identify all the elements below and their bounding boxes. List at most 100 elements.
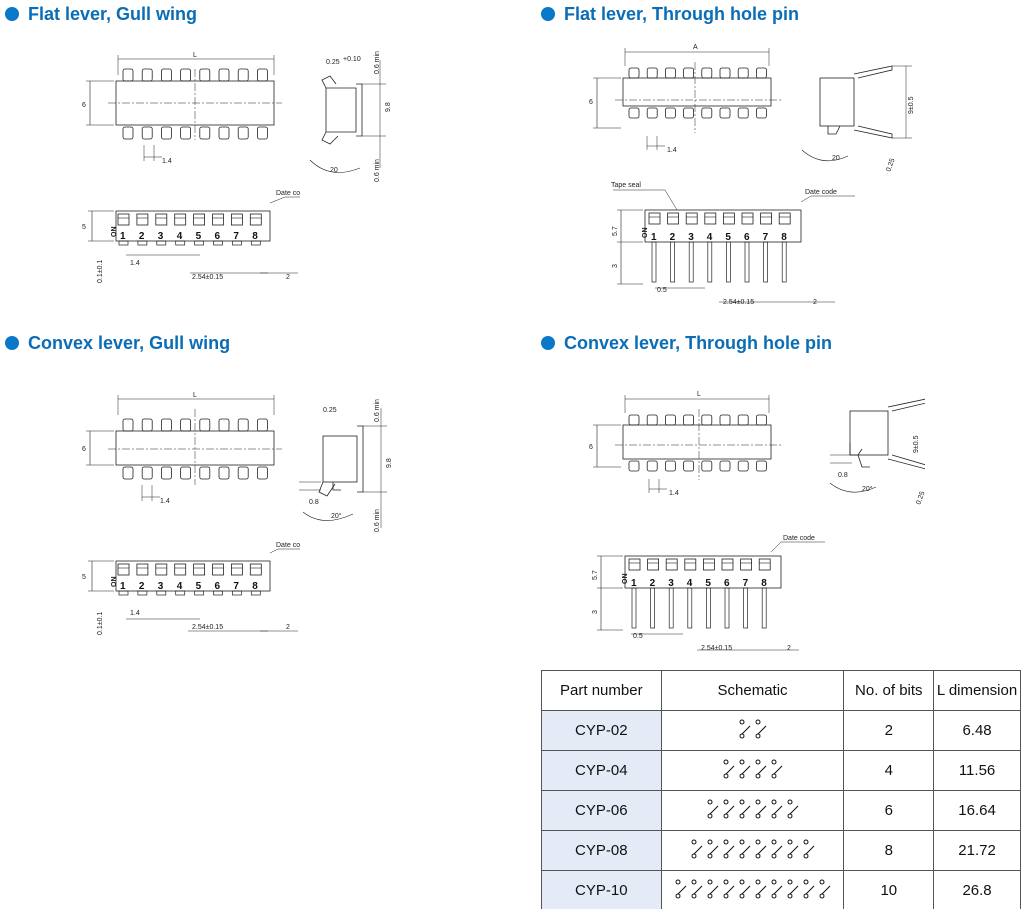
dim-standoff: 0.1±0.1: [97, 612, 104, 635]
dim-standoff: 0.1±0.1: [97, 260, 104, 283]
switch-symbol-icon: [771, 839, 782, 858]
switch-symbol-icon: [755, 879, 766, 898]
dim-height: 9±0.5: [908, 96, 915, 114]
dim-end: 2: [787, 645, 791, 652]
switch-schematic-icon: [706, 798, 800, 820]
bit-number-label: 2: [650, 578, 656, 589]
drawing-flat-gull-top: L 6 1.4: [78, 45, 288, 170]
switch-symbol-icon: [739, 759, 750, 778]
dim-L: L: [193, 392, 197, 399]
part-number-table: Part number Schematic No. of bits L dime…: [541, 670, 1021, 909]
cell-bits: 2: [843, 710, 935, 751]
dim-lead-thickness: 0.25: [915, 490, 925, 505]
bit-number-label: 6: [215, 231, 221, 242]
bit-number-label: 5: [196, 231, 202, 242]
switch-symbol-icon: [771, 879, 782, 898]
bullet-icon: [541, 7, 555, 21]
cell-l-dimension: 26.8: [933, 870, 1021, 909]
drawing-flat-through-side: 9±0.5 20 0.25: [800, 60, 920, 175]
table-row: CYP-04 4 11.56: [541, 750, 1021, 791]
switch-schematic-icon: [722, 758, 784, 780]
dim-height-57: 5.7: [592, 570, 599, 580]
on-mark-label: ON: [111, 577, 118, 588]
table-row: CYP-08 8 21.72: [541, 830, 1021, 871]
dim-height-3: 3: [612, 264, 619, 268]
switch-symbol-icon: [787, 799, 798, 818]
bit-number-label: 1: [651, 232, 657, 243]
drawing-flat-through-top: A 6 1.4: [585, 38, 795, 158]
label-date-code: Date code: [276, 542, 300, 549]
dim-height-3: 3: [592, 610, 599, 614]
dim-pitch-small: 1.4: [669, 490, 679, 497]
switch-symbol-icon: [803, 879, 814, 898]
dim-min-top: 0.6 min: [374, 51, 381, 74]
bit-number-label: 3: [668, 578, 674, 589]
cell-l-dimension: 16.64: [933, 790, 1021, 831]
switch-symbol-icon: [755, 759, 766, 778]
dim-lead-thickness: 0.25: [885, 157, 896, 172]
switch-symbol-icon: [819, 879, 830, 898]
switch-symbol-icon: [739, 839, 750, 858]
switch-symbol-icon: [771, 759, 782, 778]
dim-pitch: 2.54±0.15: [192, 624, 223, 631]
bullet-icon: [5, 336, 19, 350]
switch-symbol-icon: [739, 719, 750, 738]
dim-pitch-small: 1.4: [162, 158, 172, 165]
drawing-convex-through-top: L 6 1.4: [585, 385, 795, 500]
bit-number-label: 2: [670, 232, 676, 243]
dim-width: 6: [82, 446, 86, 453]
bit-number-label: 7: [233, 231, 239, 242]
cell-part-number: CYP-02: [541, 710, 662, 751]
on-mark-label: ON: [111, 227, 118, 238]
bit-number-label: 4: [687, 578, 693, 589]
switch-symbol-icon: [755, 799, 766, 818]
drawing-flat-gull-side: 0.25 +0.10 0.6 min 9.8 0.6 min 20: [300, 40, 400, 185]
dim-lead-thickness: 0.25: [323, 407, 337, 414]
section-heading-convex-gull: Convex lever, Gull wing: [5, 332, 230, 354]
header-part-number: Part number: [541, 670, 662, 711]
dim-angle: 20: [832, 155, 840, 162]
label-date-code: Date code: [276, 190, 300, 197]
dim-offset: 0.8: [309, 499, 319, 506]
header-schematic: Schematic: [660, 670, 845, 711]
label-date-code: Date code: [783, 535, 815, 542]
section-heading-convex-through: Convex lever, Through hole pin: [541, 332, 832, 354]
dim-pin-width: 0.5: [633, 633, 643, 640]
dim-pitch-small: 1.4: [667, 147, 677, 154]
bit-number-label: 5: [196, 581, 202, 592]
bit-number-label: 8: [761, 578, 767, 589]
bit-number-label: 3: [158, 581, 164, 592]
dim-height: 9.8: [386, 458, 393, 468]
section-title: Flat lever, Through hole pin: [564, 3, 800, 24]
bit-number-label: 8: [781, 232, 787, 243]
bit-number-label: 3: [688, 232, 694, 243]
dim-width: 6: [589, 99, 593, 106]
header-l-dimension: L dimension: [933, 670, 1021, 711]
bit-number-label: 1: [120, 231, 126, 242]
dim-height-5: 5: [82, 574, 86, 581]
on-mark-label: ON: [642, 228, 649, 239]
cell-l-dimension: 21.72: [933, 830, 1021, 871]
switch-symbol-icon: [723, 879, 734, 898]
switch-symbol-icon: [787, 839, 798, 858]
bit-number-label: 7: [233, 581, 239, 592]
bit-number-label: 5: [725, 232, 731, 243]
cell-schematic: [660, 830, 845, 871]
switch-symbol-icon: [707, 879, 718, 898]
bit-number-label: 1: [631, 578, 637, 589]
table-row: CYP-10 10 26.8: [541, 870, 1021, 909]
dim-min-bottom: 0.6 min: [374, 509, 381, 532]
dim-tol: +0.10: [343, 56, 361, 63]
dim-height-57: 5.7: [612, 226, 619, 236]
switch-symbol-icon: [755, 839, 766, 858]
cell-part-number: CYP-06: [541, 790, 662, 831]
cell-part-number: CYP-10: [541, 870, 662, 909]
dim-lead-thickness: 0.25: [326, 59, 340, 66]
cell-part-number: CYP-04: [541, 750, 662, 791]
dim-pitch: 2.54±0.15: [701, 645, 732, 652]
cell-part-number: CYP-08: [541, 830, 662, 871]
section-title: Convex lever, Through hole pin: [564, 332, 833, 353]
